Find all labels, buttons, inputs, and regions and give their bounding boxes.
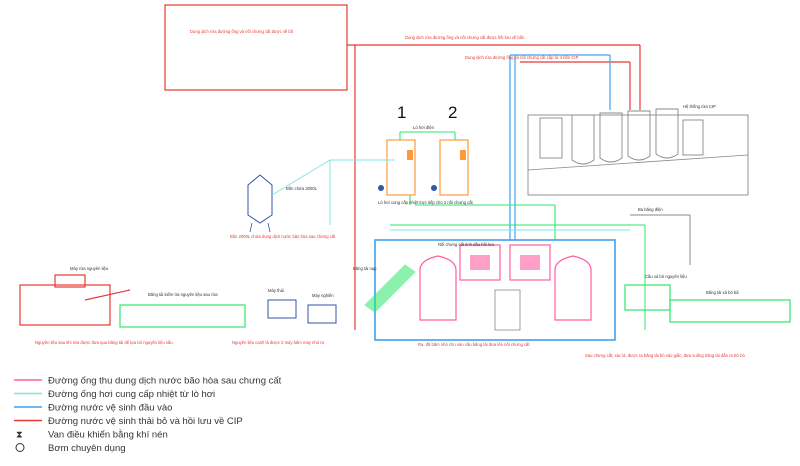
still-left-body <box>419 255 457 321</box>
storage-tank-body <box>247 174 273 224</box>
inspection-conveyor-label: Băng tải kiểm tra nguyên liệu sau rửa <box>148 292 218 297</box>
boiler-1: 1 <box>378 103 416 196</box>
legend-row: ⧗ Van điều khiển bằng khí nén <box>16 430 168 441</box>
cip-frame <box>527 114 749 196</box>
cip-base-line <box>527 154 749 171</box>
washer-hopper <box>54 274 86 288</box>
wash-collection-box <box>164 4 348 91</box>
grinder-machine: Máy nghiền <box>307 293 337 324</box>
slicer-body <box>267 299 297 319</box>
legend-label: Đường ống thu dung dịch nước bão hòa sau… <box>48 376 282 387</box>
boiler-1-panel <box>407 150 413 160</box>
washer-incline <box>84 289 131 301</box>
cip-tank-4 <box>655 108 679 159</box>
boiler-2: 2 <box>431 103 469 196</box>
tank-leg-1 <box>249 222 253 233</box>
outlet-conveyor-body <box>624 284 671 311</box>
still-right-condenser <box>509 244 551 281</box>
still-right-body <box>554 255 592 321</box>
service-ladder <box>494 289 521 331</box>
valve-icon: ⧗ <box>16 430 23 441</box>
washer-label: Máy rửa nguyên liệu <box>70 266 109 271</box>
outlet-conveyor: Cầu xả bỏ nguyên liệu <box>624 274 687 311</box>
legend-label: Đường nước vệ sinh thải bỏ và hồi lưu về… <box>48 416 243 427</box>
steam-piping <box>329 131 556 240</box>
cip-tank-1 <box>571 114 595 165</box>
tank-caption: Bồn 2000L chứa dung dịch nước bão hòa sa… <box>230 234 336 239</box>
tank-inlet-line <box>271 159 331 196</box>
cip-system: Hệ thống rửa CIP <box>527 104 749 196</box>
outlet-label: Cầu xả bỏ nguyên liệu <box>645 274 687 279</box>
distillation-frame-rect <box>374 239 616 341</box>
cip-system-label: Hệ thống rửa CIP <box>683 104 716 109</box>
slicer-machine: Máy thái <box>267 288 297 319</box>
legend-row: Đường ống thu dung dịch nước bão hòa sau… <box>14 376 282 387</box>
pump-icon <box>15 443 25 452</box>
cip-supply-piping <box>509 54 611 240</box>
boiler-1-body <box>386 139 416 196</box>
grinder-label: Máy nghiền <box>312 293 334 298</box>
boiler-2-pump-icon <box>431 185 437 191</box>
boiler-2-body <box>439 139 469 196</box>
slicer-label: Máy thái <box>268 288 284 293</box>
still-label: Nồi chưng cất tinh dầu hồi lưu <box>438 242 495 247</box>
boiler-supply-label: Lò hơi cung cấp nhiệt trực tiếp cho 2 nồ… <box>378 200 474 205</box>
boiler-2-number: 2 <box>448 103 457 122</box>
after-note: Sau chưng cất, xác lá, được ra băng tải … <box>585 353 746 358</box>
boiler-title: Lò hơi điện <box>413 125 435 130</box>
still-right <box>509 244 592 321</box>
bottom-note: Ra, đã băm nhỏ cho vào cầu băng tải đưa … <box>418 342 530 347</box>
legend-row: Đường nước vệ sinh thải bỏ và hồi lưu về… <box>14 416 243 427</box>
feed-conveyor: Băng tải nạp <box>353 264 416 313</box>
waste-conveyor: Băng tải xả bỏ bã <box>669 290 791 323</box>
legend-label: Van điều khiển bằng khí nén <box>48 430 168 441</box>
wash-return-piping <box>164 4 641 330</box>
belt-electric-frame: Ba băng điện <box>630 207 691 265</box>
wash-return-right-label: Dung dịch rửa đường ống và nồi chưng cất… <box>405 35 525 40</box>
distillation-frame <box>374 224 646 341</box>
washer-body <box>19 284 111 326</box>
legend-row: Bơm chuyên dụng <box>15 443 126 454</box>
storage-tank: Bồn chứa 2000L Bồn 2000L chứa dung dịch … <box>230 159 336 239</box>
cip-tank-2 <box>599 112 623 163</box>
cip-supply-label: Dung dịch rửa đường ống và nồi chưng cất… <box>465 55 579 60</box>
legend-row: Đường nước vệ sinh đầu vào <box>14 403 172 414</box>
still-right-separator <box>520 255 540 270</box>
tank-title: Bồn chứa 2000L <box>286 186 318 191</box>
legend: Đường ống thu dung dịch nước bão hòa sau… <box>14 376 282 454</box>
legend-row: Đường ống hơi cung cấp nhiệt từ lò hơi <box>14 389 215 400</box>
still-left-condenser <box>459 244 501 281</box>
boiler-1-pump-icon <box>378 185 384 191</box>
feed-conveyor-label: Băng tải nạp <box>353 266 377 271</box>
raw-note: Nguyên liệu sau khi rửa được đưa qua băn… <box>35 340 173 345</box>
still-left-separator <box>470 255 490 270</box>
feed-conveyor-body <box>364 264 416 313</box>
still-left <box>419 244 501 321</box>
belt-electric-label: Ba băng điện <box>638 207 663 212</box>
waste-conveyor-label: Băng tải xả bỏ bã <box>706 290 739 295</box>
wash-return-left-label: Dung dịch rửa đường ống và nồi chưng cất… <box>190 29 294 34</box>
waste-conveyor-body <box>669 299 791 323</box>
cip-tank-3 <box>627 110 651 161</box>
inspection-conveyor: Băng tải kiểm tra nguyên liệu sau rửa <box>119 292 246 328</box>
inspection-conveyor-body <box>119 304 246 328</box>
washer-machine: Máy rửa nguyên liệu <box>19 266 131 326</box>
cut-note: Nguyên liệu cạnh lá được 2 máy băm máy n… <box>232 340 325 345</box>
tank-leg-2 <box>267 222 271 233</box>
boiler-1-number: 1 <box>397 103 406 122</box>
grinder-body <box>307 304 337 324</box>
cip-control-panel <box>539 117 563 159</box>
cip-pump-unit <box>682 119 704 156</box>
legend-label: Bơm chuyên dụng <box>48 443 126 454</box>
boiler-2-panel <box>460 150 466 160</box>
legend-label: Đường ống hơi cung cấp nhiệt từ lò hơi <box>48 389 215 400</box>
legend-label: Đường nước vệ sinh đầu vào <box>48 403 172 414</box>
